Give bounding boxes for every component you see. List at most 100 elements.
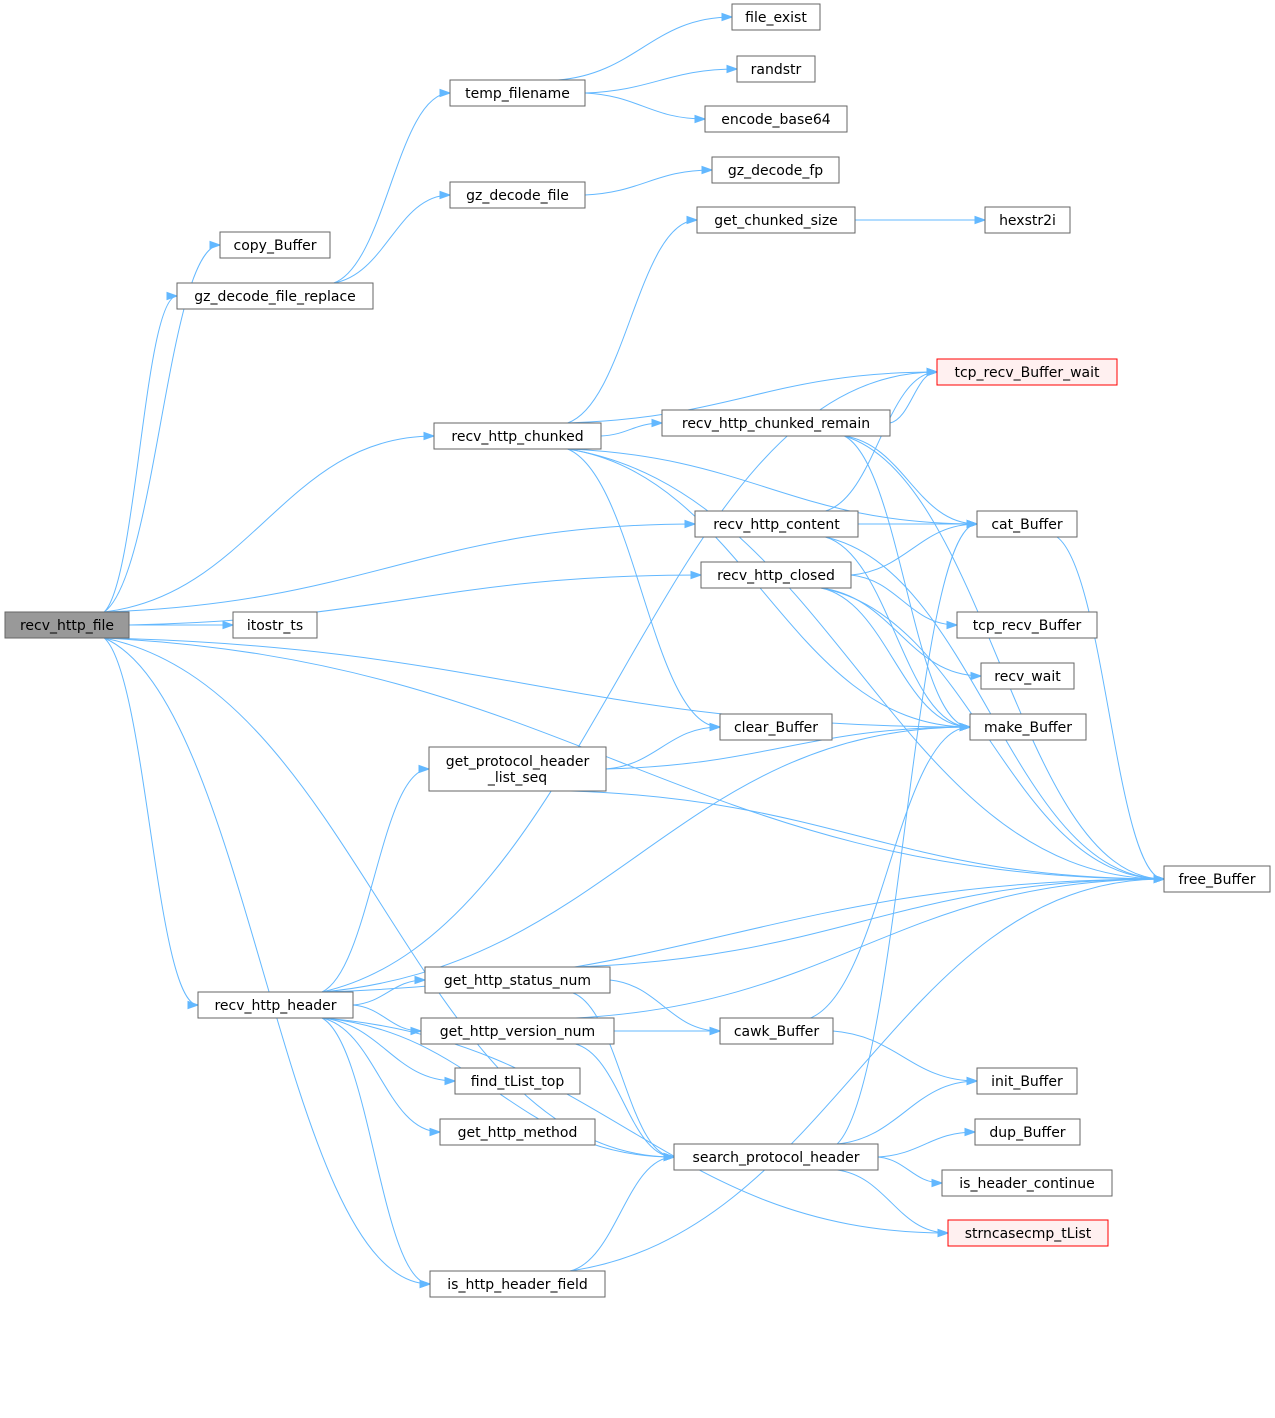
edge-search_protocol_header-to-dup_Buffer [877,1127,977,1158]
node-box [736,55,816,83]
edge-line [575,1043,675,1158]
edge-line [820,587,971,728]
edge-line [575,878,1165,1019]
edge-search_protocol_header-to-is_header_continue [877,1156,944,1188]
edge-line [1056,536,1165,880]
node-recv_http_content[interactable]: recv_http_content [694,510,859,538]
node-search_protocol_header[interactable]: search_protocol_header [673,1143,879,1171]
node-free_Buffer[interactable]: free_Buffer [1163,865,1271,893]
node-box [719,713,833,741]
arrowhead [651,418,664,428]
edge-recv_http_chunked-to-recv_http_chunked_remain [600,418,664,437]
arrowhead [690,570,703,580]
node-box [197,991,354,1019]
node-get_protocol_header_list_seq[interactable]: get_protocol_header_list_seq [428,746,607,792]
node-get_http_status_num[interactable]: get_http_status_num [424,966,611,994]
node-label: get_http_version_num [440,1024,595,1040]
node-is_header_continue[interactable]: is_header_continue [941,1169,1113,1197]
arrowhead [418,764,431,774]
arrowhead [709,1026,722,1036]
node-box [673,1143,879,1171]
arrowhead [931,1178,944,1188]
node-randstr[interactable]: randstr [736,55,816,83]
node-recv_http_file[interactable]: recv_http_file [4,611,130,639]
edge-recv_http_header-to-get_http_status_num [352,975,427,1006]
node-temp_filename[interactable]: temp_filename [449,79,586,107]
edge-line [321,1017,441,1133]
edge-line [333,92,451,284]
node-tcp_recv_Buffer_wait[interactable]: tcp_recv_Buffer_wait [936,358,1118,386]
node-label: tcp_recv_Buffer [973,618,1082,634]
node-get_chunked_size[interactable]: get_chunked_size [696,206,856,234]
node-label: recv_http_closed [717,568,835,584]
node-cawk_Buffer[interactable]: cawk_Buffer [719,1017,834,1045]
node-recv_http_closed[interactable]: recv_http_closed [700,561,852,589]
node-box [219,231,331,259]
edge-recv_http_header-to-get_protocol_header_list_seq [321,764,431,993]
node-get_http_method[interactable]: get_http_method [439,1118,596,1146]
node-init_Buffer[interactable]: init_Buffer [976,1067,1078,1095]
node-is_http_header_field[interactable]: is_http_header_field [429,1270,606,1298]
edge-line [557,16,733,81]
edge-line [103,244,221,613]
node-strncasecmp_tList[interactable]: strncasecmp_tList [947,1219,1109,1247]
edge-recv_http_file-to-recv_http_closed [128,570,703,626]
node-file_exist[interactable]: file_exist [731,3,821,31]
node-recv_http_chunked[interactable]: recv_http_chunked [433,422,602,450]
edge-recv_http_closed-to-cat_Buffer [850,519,979,576]
edge-line [103,637,431,1285]
node-box [731,3,821,31]
edge-get_chunked_size-to-hexstr2i [855,215,987,225]
edge-get_http_status_num-to-cawk_Buffer [609,979,722,1036]
node-box [449,79,586,107]
node-encode_base64[interactable]: encode_base64 [704,105,848,133]
node-recv_http_header[interactable]: recv_http_header [197,991,354,1019]
edge-get_http_version_num-to-cawk_Buffer [614,1026,722,1036]
node-label: gz_decode_file [466,188,569,204]
arrowhead [709,722,722,732]
edge-search_protocol_header-to-strncasecmp_tList [837,1169,950,1238]
arrowhead [684,519,697,529]
edge-recv_http_chunked-to-make_Buffer [567,448,972,732]
node-box [454,1067,581,1095]
edge-line [837,1080,978,1145]
node-label: hexstr2i [999,213,1056,229]
node-cat_Buffer[interactable]: cat_Buffer [976,510,1078,538]
node-box [947,1219,1109,1247]
node-box [694,510,859,538]
node-label: copy_Buffer [234,238,317,254]
node-find_tList_top[interactable]: find_tList_top [454,1067,581,1095]
node-make_Buffer[interactable]: make_Buffer [969,713,1087,741]
edge-line [570,790,1165,880]
node-box [711,156,840,184]
node-recv_http_chunked_remain[interactable]: recv_http_chunked_remain [661,409,891,437]
node-get_http_version_num[interactable]: get_http_version_num [420,1017,615,1045]
arrowhead [419,1279,432,1289]
edge-line [877,1156,943,1184]
edge-line [567,448,1165,880]
node-gz_decode_file[interactable]: gz_decode_file [449,181,586,209]
node-box [696,206,856,234]
arrowhead [187,1000,200,1010]
node-itostr_ts[interactable]: itostr_ts [232,611,318,639]
node-hexstr2i[interactable]: hexstr2i [984,206,1071,234]
edge-recv_http_chunked_remain-to-free_Buffer [844,435,1166,884]
node-copy_Buffer[interactable]: copy_Buffer [219,231,331,259]
node-box [976,1067,1078,1095]
node-gz_decode_fp[interactable]: gz_decode_fp [711,156,840,184]
edge-recv_http_file-to-is_http_header_field [103,637,432,1289]
edge-recv_http_closed-to-tcp_recv_Buffer [850,574,959,630]
node-recv_wait[interactable]: recv_wait [980,662,1075,690]
edge-recv_http_file-to-recv_http_header [103,637,200,1010]
node-tcp_recv_Buffer[interactable]: tcp_recv_Buffer [956,611,1098,639]
edge-recv_http_chunked_remain-to-make_Buffer [844,435,972,732]
edge-line [609,979,721,1032]
arrowhead [694,114,707,124]
edge-recv_http_header-to-tcp_recv_Buffer_wait [321,367,939,993]
node-gz_decode_file_replace[interactable]: gz_decode_file_replace [176,282,374,310]
edge-line [820,587,1165,880]
edge-recv_http_file-to-itostr_ts [129,620,235,630]
node-clear_Buffer[interactable]: clear_Buffer [719,713,833,741]
edge-line [584,92,706,120]
node-dup_Buffer[interactable]: dup_Buffer [974,1118,1081,1146]
